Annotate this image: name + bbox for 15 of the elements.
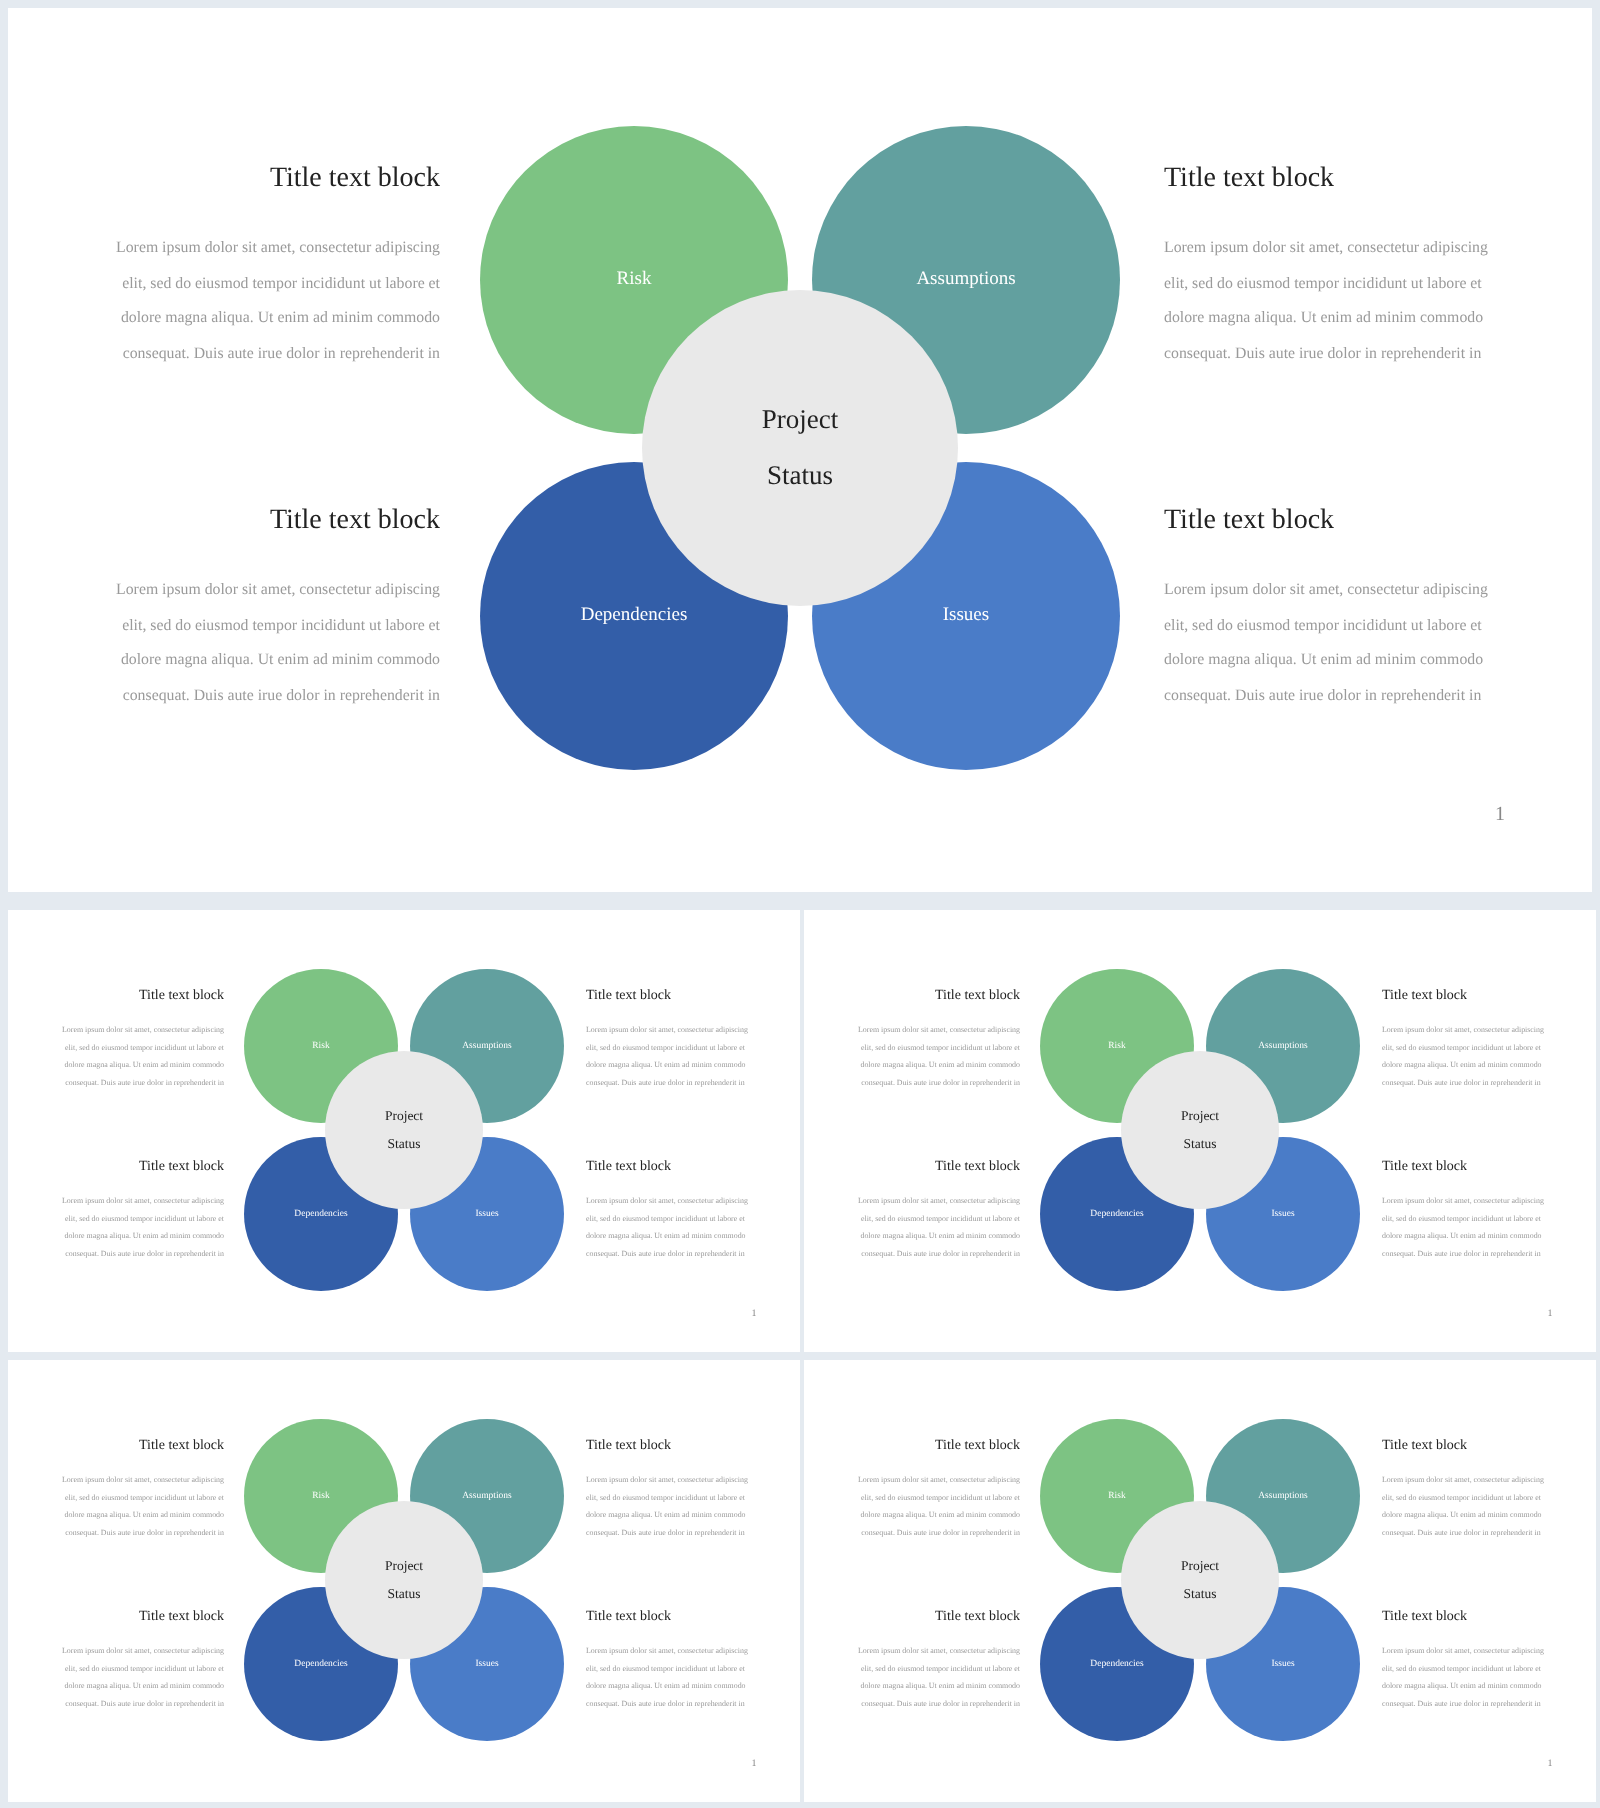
circle-label: Assumptions xyxy=(916,270,1016,290)
block-title: Title text block xyxy=(267,164,440,196)
slide-panel xyxy=(804,1360,1596,1802)
slide-panel xyxy=(8,8,1592,892)
page-number: 1 xyxy=(1493,804,1507,826)
block-title: Title text block xyxy=(267,506,440,538)
slide-panel xyxy=(8,1360,800,1802)
circle-label: Risk xyxy=(616,270,652,290)
slide-panel xyxy=(804,910,1596,1352)
slide-panel xyxy=(8,910,800,1352)
circle-label: Project Status xyxy=(759,402,841,494)
circle-label: Issues xyxy=(942,606,990,626)
block-title: Title text block xyxy=(1164,506,1337,538)
block-title: Title text block xyxy=(1164,164,1337,196)
circle-label: Dependencies xyxy=(580,606,688,626)
